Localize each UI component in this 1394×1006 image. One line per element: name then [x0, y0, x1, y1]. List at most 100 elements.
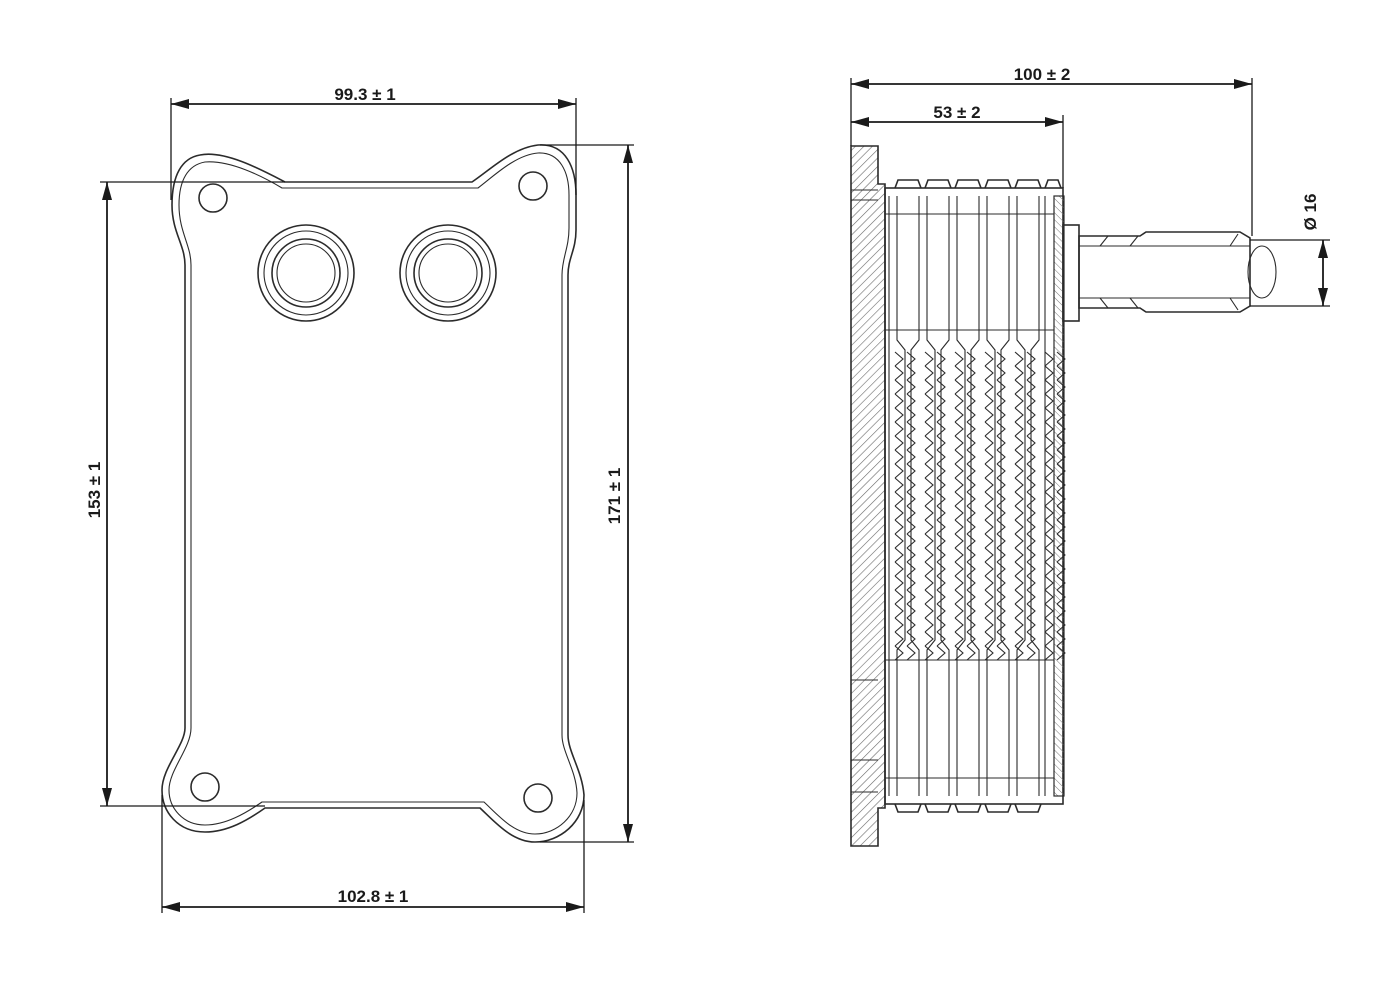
fin-zigzag [984, 379, 1006, 395]
fin-zigzag [954, 449, 976, 465]
fin-zigzag [894, 435, 916, 451]
fin-zigzag [954, 477, 976, 493]
fin-zigzag [1044, 589, 1066, 605]
fin-zigzag [1044, 407, 1066, 423]
fin-zigzag [924, 547, 946, 563]
fin-zigzag [924, 351, 946, 367]
plate-inner-outline [168, 152, 578, 835]
dimension-total-depth: 100 ± 2 [850, 65, 1253, 236]
fin-zigzag [924, 561, 946, 577]
fin-zigzag [894, 463, 916, 479]
fin-zigzag [984, 365, 1006, 381]
fin-zigzag [954, 505, 976, 521]
fin-zigzag [1014, 491, 1036, 507]
fin-zigzag [924, 463, 946, 479]
label-pipe-diameter: Ø 16 [1301, 194, 1320, 231]
fin-zigzag [1044, 463, 1066, 479]
fin-zigzag [894, 491, 916, 507]
fin-zigzag [924, 477, 946, 493]
fin-zigzag [954, 463, 976, 479]
dimension-body-depth: 53 ± 2 [851, 103, 1064, 188]
label-total-depth: 100 ± 2 [1014, 65, 1071, 84]
fin-zigzag [924, 603, 946, 619]
fin-zigzag [1044, 351, 1066, 367]
fin-zigzag [894, 547, 916, 563]
fin-zigzag [984, 519, 1006, 535]
base-plate [850, 145, 886, 847]
fin-zigzag [1044, 435, 1066, 451]
fin-zigzag [984, 505, 1006, 521]
fin-zigzag [924, 365, 946, 381]
fin-zigzag [1044, 491, 1066, 507]
fin-zigzag [894, 575, 916, 591]
fin-zigzag [954, 617, 976, 633]
fin-zigzag [954, 351, 976, 367]
fin-zigzag [954, 547, 976, 563]
dimension-outer-height: 171 ± 1 [540, 144, 634, 843]
fin-zigzag [954, 533, 976, 549]
cooling-fins [894, 351, 1066, 661]
fin-zigzag [1044, 477, 1066, 493]
fin-zigzag [894, 519, 916, 535]
fin-zigzag [924, 379, 946, 395]
fin-zigzag [1044, 365, 1066, 381]
fin-zigzag [984, 463, 1006, 479]
fin-zigzag [984, 547, 1006, 563]
label-body-depth: 53 ± 2 [933, 103, 980, 122]
fin-zigzag [984, 491, 1006, 507]
fin-zigzag [984, 435, 1006, 451]
fin-zigzag [954, 519, 976, 535]
fin-zigzag [924, 393, 946, 409]
fin-zigzag [924, 505, 946, 521]
fin-zigzag [1014, 645, 1036, 661]
fin-zigzag [954, 407, 976, 423]
fin-zigzag [894, 407, 916, 423]
fin-zigzag [1044, 645, 1066, 661]
fin-zigzag [1014, 421, 1036, 437]
fin-zigzag [894, 617, 916, 633]
port-left [257, 224, 355, 322]
fin-zigzag [984, 351, 1006, 367]
mount-hole-top-right [518, 171, 548, 201]
fin-zigzag [924, 435, 946, 451]
fin-zigzag [1014, 603, 1036, 619]
fin-zigzag [1014, 533, 1036, 549]
fin-zigzag [924, 449, 946, 465]
front-view: 99.3 ± 1 102.8 ± 1 153 ± 1 17 [85, 85, 634, 913]
mount-hole-top-left [198, 183, 228, 213]
fin-zigzag [924, 533, 946, 549]
fin-zigzag [1014, 351, 1036, 367]
fin-zigzag [1014, 463, 1036, 479]
fin-zigzag [1014, 575, 1036, 591]
fin-zigzag [984, 603, 1006, 619]
fin-zigzag [924, 617, 946, 633]
fin-zigzag [954, 603, 976, 619]
fin-zigzag [1044, 393, 1066, 409]
fin-zigzag [954, 365, 976, 381]
dimension-inner-height: 153 ± 1 [85, 181, 285, 807]
fin-zigzag [954, 561, 976, 577]
fin-zigzag [1014, 449, 1036, 465]
fin-zigzag [984, 589, 1006, 605]
fin-zigzag [1014, 365, 1036, 381]
fin-zigzag [984, 533, 1006, 549]
label-top-width: 99.3 ± 1 [334, 85, 395, 104]
dimension-bottom-width: 102.8 ± 1 [161, 795, 585, 913]
fin-zigzag [1044, 603, 1066, 619]
fin-zigzag [954, 645, 976, 661]
fin-zigzag [894, 603, 916, 619]
fin-zigzag [894, 379, 916, 395]
dimension-top-width: 99.3 ± 1 [170, 85, 577, 200]
mount-hole-bottom-right [523, 783, 553, 813]
fin-zigzag [894, 421, 916, 437]
fin-zigzag [1014, 561, 1036, 577]
fin-zigzag [954, 421, 976, 437]
fin-zigzag [924, 407, 946, 423]
fin-zigzag [894, 351, 916, 367]
fin-zigzag [1014, 505, 1036, 521]
fin-zigzag [984, 393, 1006, 409]
label-inner-height: 153 ± 1 [85, 462, 104, 519]
fin-zigzag [1014, 547, 1036, 563]
fin-zigzag [984, 575, 1006, 591]
